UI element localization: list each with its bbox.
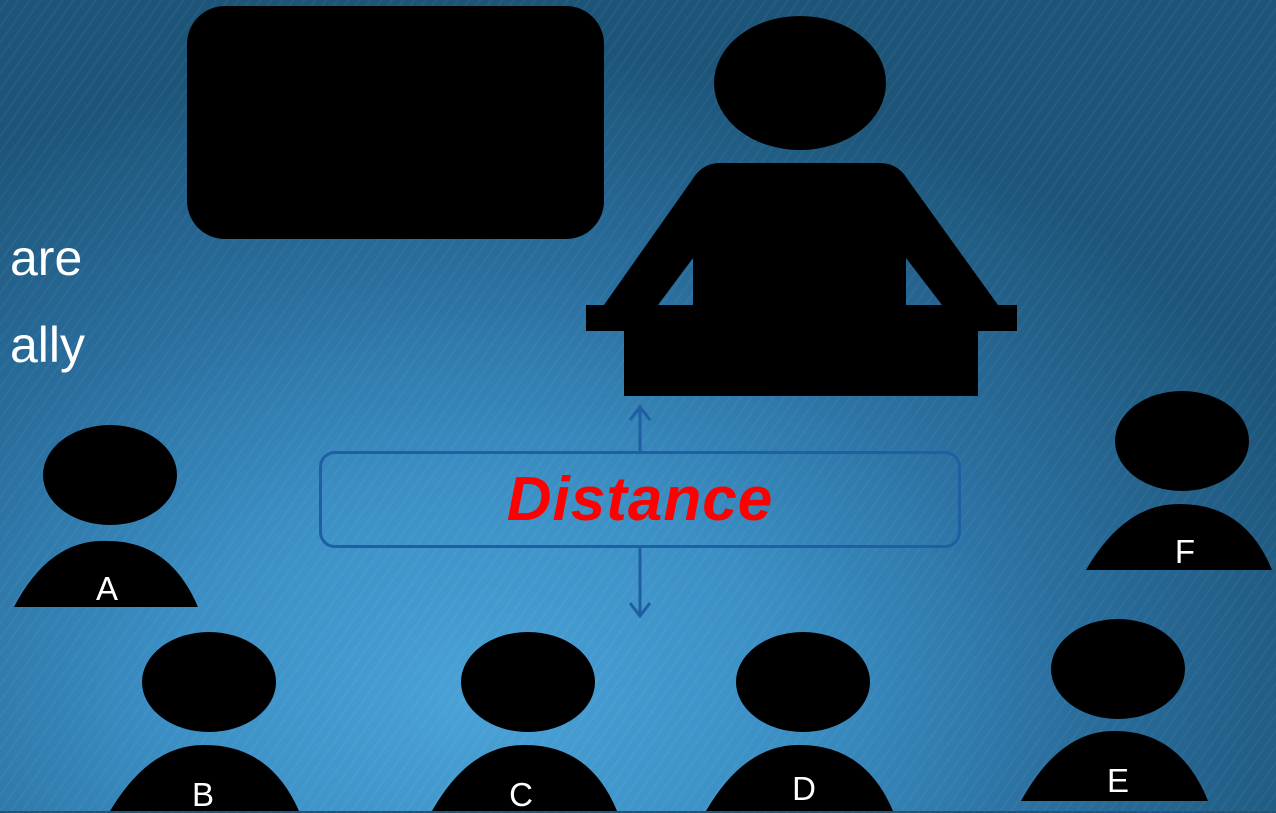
distance-box: Distance [319,451,961,548]
teacher-body [586,163,1017,396]
distance-arrowhead-up [628,404,652,421]
student-c-icon [432,632,617,811]
distance-arrowhead-down [628,602,652,619]
student-label-a: A [95,570,119,607]
student-label-e: E [1106,762,1130,799]
teacher-head [714,16,886,150]
distance-label: Distance [506,465,774,534]
student-label-b: B [191,776,215,813]
student-label-c: C [509,776,533,813]
student-label-d: D [792,770,816,807]
student-f-icon [1086,391,1272,570]
student-d-icon [706,632,893,811]
student-e-icon [1021,619,1208,801]
distance-arrows [628,404,652,619]
side-text-line-1: are [10,230,83,286]
student-label-f: F [1174,533,1196,570]
whiteboard-icon [187,6,604,239]
student-b-icon [110,632,299,811]
student-a-icon [14,425,198,607]
side-text-line-2: ally [10,317,86,373]
teacher-at-podium-icon [586,16,1017,396]
